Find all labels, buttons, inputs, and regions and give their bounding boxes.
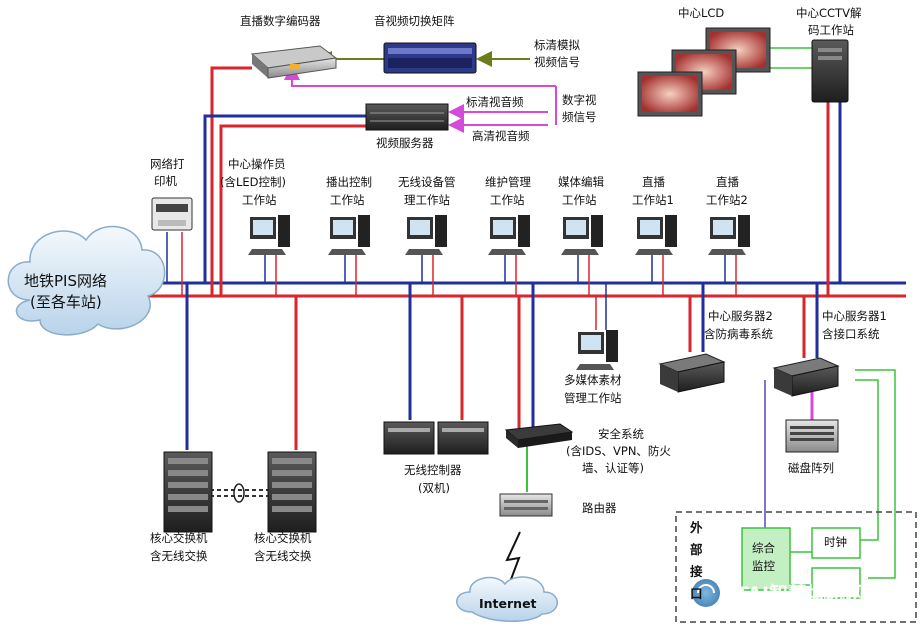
ws-live2-label-1: 直播 xyxy=(716,175,739,189)
printer-label-1: 网络打 xyxy=(150,157,185,171)
sd-av-label: 标清视音频 xyxy=(466,95,524,109)
pis-label-2: (至各车站) xyxy=(30,293,102,311)
ws-live1-label-2: 工作站1 xyxy=(632,193,674,207)
av-matrix-device xyxy=(383,42,477,74)
ws-live2-label-2: 工作站2 xyxy=(706,193,748,207)
integrated-label-1: 综合 xyxy=(752,541,775,555)
router-device xyxy=(499,493,553,517)
mm-label-1: 多媒体素材 xyxy=(564,373,622,387)
sd-analog-label-2: 视频信号 xyxy=(534,55,580,69)
encoder-label: 直播数字编码器 xyxy=(240,14,321,28)
server1-label-1: 中心服务器1 xyxy=(822,309,887,323)
ws-media-label-1: 媒体编辑 xyxy=(558,175,604,189)
pis-cloud xyxy=(7,225,166,336)
cctv-tower xyxy=(811,39,849,103)
ws-operator-label-1: 中心操作员 xyxy=(228,157,286,171)
ws-wireless-label-1: 无线设备管 xyxy=(398,175,456,189)
ws-maint-label-1: 维护管理 xyxy=(485,175,531,189)
digital-video-label-2: 频信号 xyxy=(562,110,597,124)
ws-wireless-label-2: 理工作站 xyxy=(404,193,450,207)
video-server-device xyxy=(365,103,449,131)
workstation-computers xyxy=(248,215,750,370)
security-label-3: 墙、认证等) xyxy=(582,461,644,475)
disk-array-device xyxy=(785,419,839,453)
sd-analog-label-1: 标清模拟 xyxy=(534,38,580,52)
hd-av-label: 高清视音频 xyxy=(472,129,530,143)
mm-label-2: 管理工作站 xyxy=(564,391,622,405)
security-label-1: 安全系统 xyxy=(598,427,644,441)
printer-device xyxy=(151,197,193,231)
av-matrix-label: 音视频切换矩阵 xyxy=(374,14,455,28)
wlc-label-1: 无线控制器 xyxy=(404,463,462,477)
connections xyxy=(166,47,896,591)
ws-operator-label-3: 工作站 xyxy=(242,193,277,207)
integrated-monitoring-box xyxy=(741,527,791,591)
watermark-badge xyxy=(692,579,720,607)
wireless-controllers xyxy=(383,421,489,455)
clock-label: 时钟 xyxy=(824,535,847,549)
integrated-label-2: 监控 xyxy=(752,559,775,573)
external-interface-box xyxy=(675,511,917,623)
external-interface-label-4: 口 xyxy=(690,586,703,601)
server-2-device xyxy=(658,353,726,393)
external-interface-label-3: 接 xyxy=(690,564,703,579)
core-switch-a xyxy=(163,451,213,533)
wlc-label-2: (双机) xyxy=(418,481,450,495)
ws-live1-label-1: 直播 xyxy=(642,175,665,189)
core-b-label-1: 核心交换机 xyxy=(254,531,312,545)
ws-media-label-2: 工作站 xyxy=(562,193,597,207)
clock-box xyxy=(811,527,861,559)
printer-label-2: 印机 xyxy=(154,174,177,188)
security-label-2: (含IDS、VPN、防火 xyxy=(566,444,671,458)
ws-operator-label-2: (含LED控制) xyxy=(220,175,286,189)
backbone xyxy=(145,281,906,298)
center-lcd-label: 中心LCD xyxy=(678,6,724,20)
labels: 直播数字编码器 音视频切换矩阵 标清模拟 视频信号 数字视 频信号 标清视音频 … xyxy=(24,6,887,611)
ws-playout-label-2: 工作站 xyxy=(330,193,365,207)
server1-label-2: 含接口系统 xyxy=(822,327,880,341)
disk-array-label: 磁盘阵列 xyxy=(788,461,834,475)
digital-video-label-1: 数字视 xyxy=(562,93,597,107)
cctv-label-2: 码工作站 xyxy=(808,23,854,37)
router-label: 路由器 xyxy=(582,501,617,515)
cctv-label-1: 中心CCTV解 xyxy=(796,6,862,20)
internet-label: Internet xyxy=(479,596,537,611)
core-a-label-1: 核心交换机 xyxy=(150,531,208,545)
internet-cloud xyxy=(456,576,558,622)
external-interface-label-2: 部 xyxy=(690,542,703,557)
ws-maint-label-2: 工作站 xyxy=(490,193,525,207)
security-appliance xyxy=(504,423,574,448)
ws-playout-label-1: 播出控制 xyxy=(326,175,372,189)
external-interface-label-1: 外 xyxy=(689,520,703,535)
server2-label-1: 中心服务器2 xyxy=(708,309,773,323)
pis-label-1: 地铁PIS网络 xyxy=(24,272,107,290)
core-a-label-2: 含无线交换 xyxy=(150,549,208,563)
center-lcd-screens xyxy=(637,27,771,117)
core-b-label-2: 含无线交换 xyxy=(254,549,312,563)
watermark-text: RTAI智慧城轨网 xyxy=(722,582,864,605)
encoder-device xyxy=(250,45,338,79)
video-server-label: 视频服务器 xyxy=(376,136,434,150)
core-switch-b xyxy=(267,451,317,533)
server2-label-2: 含防病毒系统 xyxy=(704,327,773,341)
server-1-device xyxy=(772,357,840,397)
